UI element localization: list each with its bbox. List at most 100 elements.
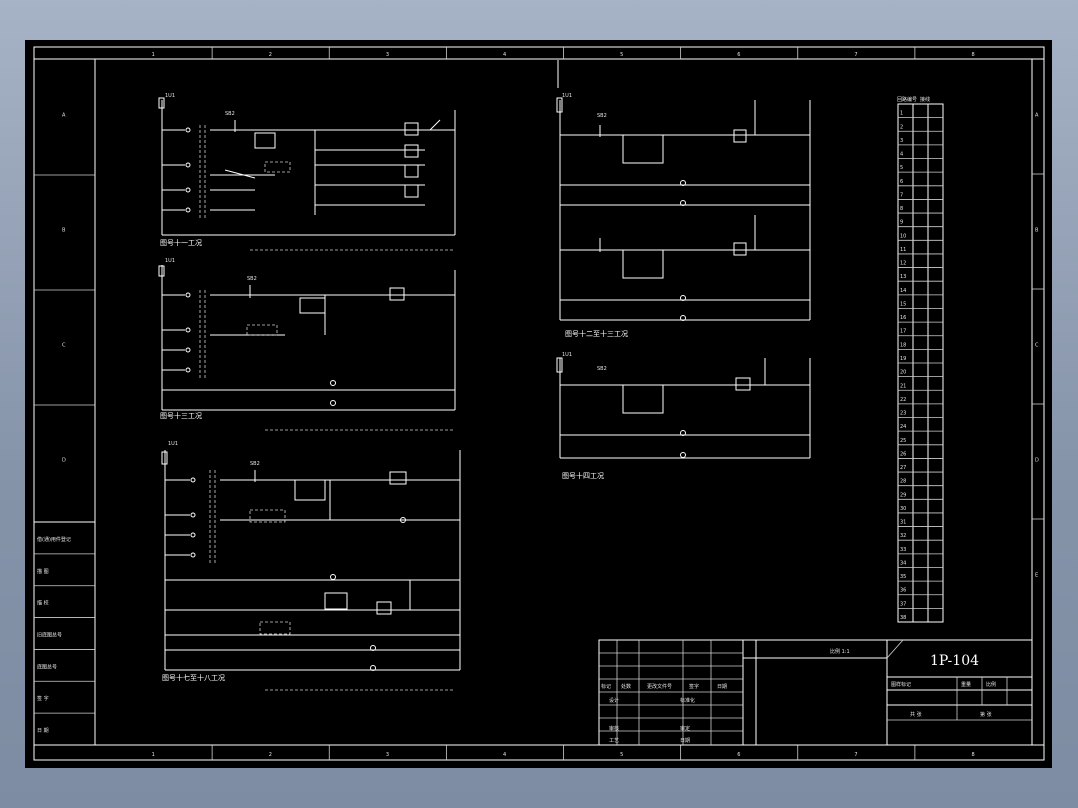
strip-label: 签 字 — [37, 695, 49, 702]
row-label: D — [1035, 458, 1039, 464]
terminal-row: 32 — [900, 533, 906, 539]
circuit-5: 1U1 SB2 图号十四工况 — [556, 352, 811, 480]
tb-role: 日期 — [680, 738, 690, 744]
terminal-row: 14 — [900, 288, 906, 294]
terminal-row: 33 — [900, 547, 906, 553]
terminal-row: 5 — [900, 165, 903, 171]
circuit-1: 1U1 SB2 图号十一工况 — [158, 93, 456, 251]
row-label: C — [1035, 343, 1039, 349]
row-label: C — [62, 343, 66, 349]
tb-bottom: 比例 — [986, 681, 996, 688]
tb-col-header: 日期 — [717, 684, 727, 690]
column-label: 3 — [386, 52, 389, 58]
terminal-row: 34 — [900, 560, 906, 566]
column-label: 6 — [737, 52, 740, 58]
row-label: A — [1035, 113, 1039, 119]
column-label: 5 — [620, 52, 623, 58]
table-header: 回路编号 — [897, 96, 917, 103]
terminal-row: 22 — [900, 397, 906, 403]
column-label: 4 — [503, 52, 506, 58]
terminal-row: 31 — [900, 520, 906, 526]
title-block: 1P-104 比例 1:1 标记 处数 更改文件号 签字 日期 设计 审核 工艺… — [598, 639, 1033, 746]
terminal-row: 37 — [900, 601, 906, 607]
row-label: D — [62, 458, 66, 464]
terminal-row: 2 — [900, 124, 903, 130]
circuit-4: 1U1 SB2 图号十二至十三工况 — [556, 60, 811, 338]
terminal-row: 25 — [900, 438, 906, 444]
tag: 1U1 — [165, 93, 175, 99]
tb-sheet: 第 张 — [980, 711, 992, 718]
circuit-2-caption: 图号十三工况 — [160, 411, 202, 420]
tb-col-header: 签字 — [689, 683, 699, 690]
tb-role: 设计 — [609, 697, 619, 704]
terminal-row: 28 — [900, 479, 906, 485]
strip-label: 旧底图总号 — [37, 632, 62, 639]
tb-col-header: 标记 — [601, 683, 611, 690]
tb-role: 审定 — [680, 725, 690, 732]
column-label: 3 — [386, 752, 389, 758]
column-label: 8 — [971, 52, 974, 58]
terminal-row: 19 — [900, 356, 906, 362]
column-label: 4 — [503, 752, 506, 758]
column-label: 6 — [737, 752, 740, 758]
row-label: B — [62, 228, 66, 234]
column-label: 7 — [854, 752, 857, 758]
tag: SB2 — [597, 366, 607, 372]
circuit-3: 1U1 SB2 图号十七至十八工况 — [161, 441, 461, 691]
terminal-row: 21 — [900, 383, 906, 389]
terminal-row: 13 — [900, 274, 906, 280]
tb-bottom: 重量 — [961, 681, 971, 688]
terminal-row: 6 — [900, 179, 903, 185]
terminal-row: 12 — [900, 261, 906, 267]
tag: 1U1 — [165, 258, 175, 264]
circuit-4-caption: 图号十二至十三工况 — [565, 329, 628, 338]
column-label: 1 — [152, 752, 155, 758]
circuit-5-caption: 图号十四工况 — [562, 471, 604, 480]
tb-sheet: 共 张 — [910, 711, 922, 718]
row-label: A — [62, 113, 66, 119]
tb-role: 审核 — [609, 725, 619, 732]
terminal-row: 3 — [900, 138, 903, 144]
tag: SB2 — [597, 113, 607, 119]
strip-label: 底图总号 — [37, 663, 57, 670]
terminal-row: 7 — [900, 192, 903, 198]
tb-bottom: 图样标记 — [891, 681, 911, 688]
terminal-row: 38 — [900, 615, 906, 621]
tb-role: 工艺 — [609, 738, 619, 744]
terminal-row: 35 — [900, 574, 906, 580]
terminal-row: 23 — [900, 411, 906, 417]
strip-label: 描 校 — [37, 600, 49, 607]
terminal-row: 8 — [900, 206, 903, 212]
terminal-row: 9 — [900, 220, 903, 226]
column-label: 2 — [269, 52, 272, 58]
terminal-row: 26 — [900, 451, 906, 457]
circuit-1-caption: 图号十一工况 — [160, 238, 202, 247]
outer-frame — [33, 46, 1045, 761]
circuit-3-caption: 图号十七至十八工况 — [162, 673, 225, 682]
tb-col-header: 处数 — [621, 683, 631, 690]
tag: 1U1 — [562, 352, 572, 358]
tag: SB2 — [225, 111, 235, 117]
terminal-row: 15 — [900, 301, 906, 307]
tb-col-header: 更改文件号 — [647, 683, 672, 690]
column-label: 1 — [152, 52, 155, 58]
terminal-row: 16 — [900, 315, 906, 321]
terminal-row: 11 — [900, 247, 906, 253]
circuit-2: 1U1 SB2 图号十三工况 — [158, 258, 456, 431]
column-label: 7 — [854, 52, 857, 58]
terminal-row: 27 — [900, 465, 906, 471]
drawing-number: 1P-104 — [930, 653, 979, 669]
table-header: 接线 — [920, 96, 930, 103]
column-label: 5 — [620, 752, 623, 758]
strip-label: 描 图 — [37, 568, 49, 575]
tag: 1U1 — [562, 93, 572, 99]
tag: 1U1 — [168, 441, 178, 447]
terminal-row: 20 — [900, 370, 906, 376]
column-label: 2 — [269, 752, 272, 758]
terminal-row: 36 — [900, 588, 906, 594]
